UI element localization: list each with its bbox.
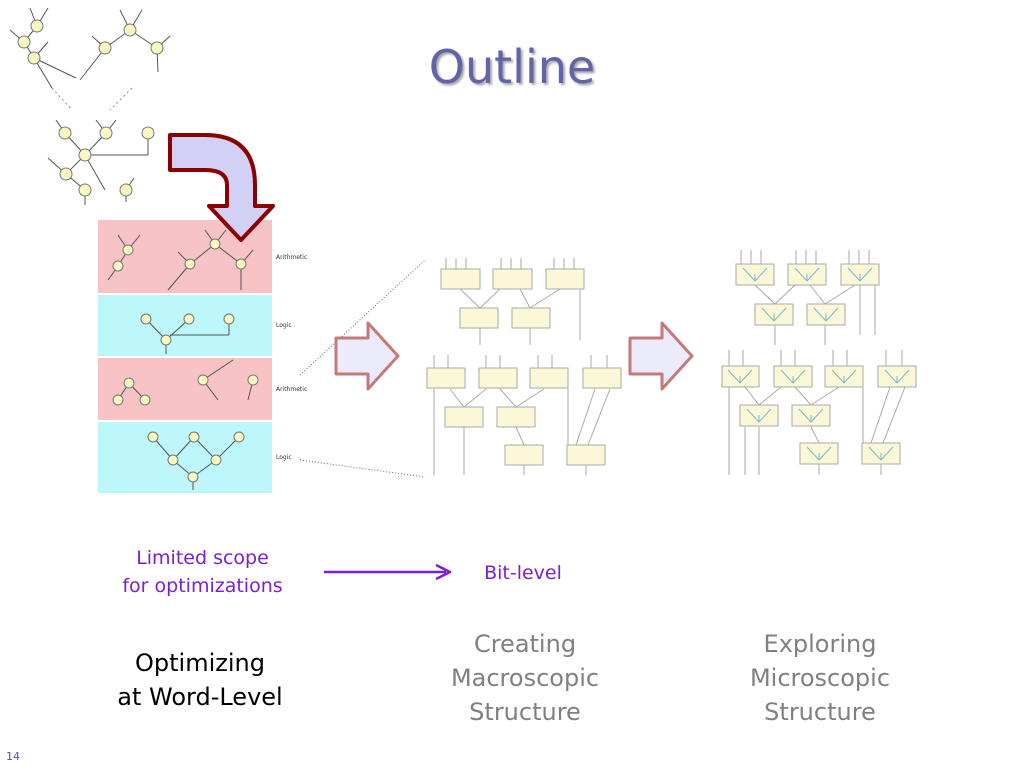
caption-macro-line1: Creating: [473, 630, 577, 658]
zoom-lines: [299, 259, 426, 478]
slide-number: 14: [6, 750, 20, 763]
caption-word-level-line2: at Word-Level: [117, 683, 283, 711]
caption-macroscopic: Creating Macroscopic Structure: [420, 627, 630, 729]
limited-scope-line1: Limited scope: [136, 547, 269, 569]
band-label-logic-1: Logic: [276, 322, 292, 329]
caption-word-level-line1: Optimizing: [135, 649, 265, 677]
band-label-logic-2: Logic: [276, 454, 292, 461]
slide-title: Outline: [428, 40, 596, 94]
right-block-arrow-1: [334, 321, 400, 391]
dataflow-graph-small: [9, 7, 171, 205]
right-block-arrow-2: [628, 321, 694, 391]
caption-micro-line1: Exploring: [763, 630, 877, 658]
caption-macro-line3: Structure: [469, 698, 581, 726]
band-label-arithmetic-1: Arithmetic: [276, 254, 308, 261]
bit-level-text: Bit-level: [484, 562, 562, 584]
limited-scope-text: Limited scope for optimizations: [100, 544, 305, 600]
word-level-graph: [98, 220, 272, 493]
limited-scope-line2: for optimizations: [122, 575, 283, 597]
caption-word-level: Optimizing at Word-Level: [90, 646, 310, 714]
macroscopic-structure-diagram: [426, 258, 622, 475]
curved-down-arrow: [168, 133, 275, 242]
scope-arrow: [324, 563, 452, 581]
caption-macro-line2: Macroscopic: [450, 664, 600, 692]
caption-micro-line3: Structure: [764, 698, 876, 726]
microscopic-structure-diagram: [721, 250, 917, 475]
caption-micro-line2: Microscopic: [749, 664, 891, 692]
caption-microscopic: Exploring Microscopic Structure: [715, 627, 925, 729]
band-label-arithmetic-2: Arithmetic: [276, 386, 308, 393]
